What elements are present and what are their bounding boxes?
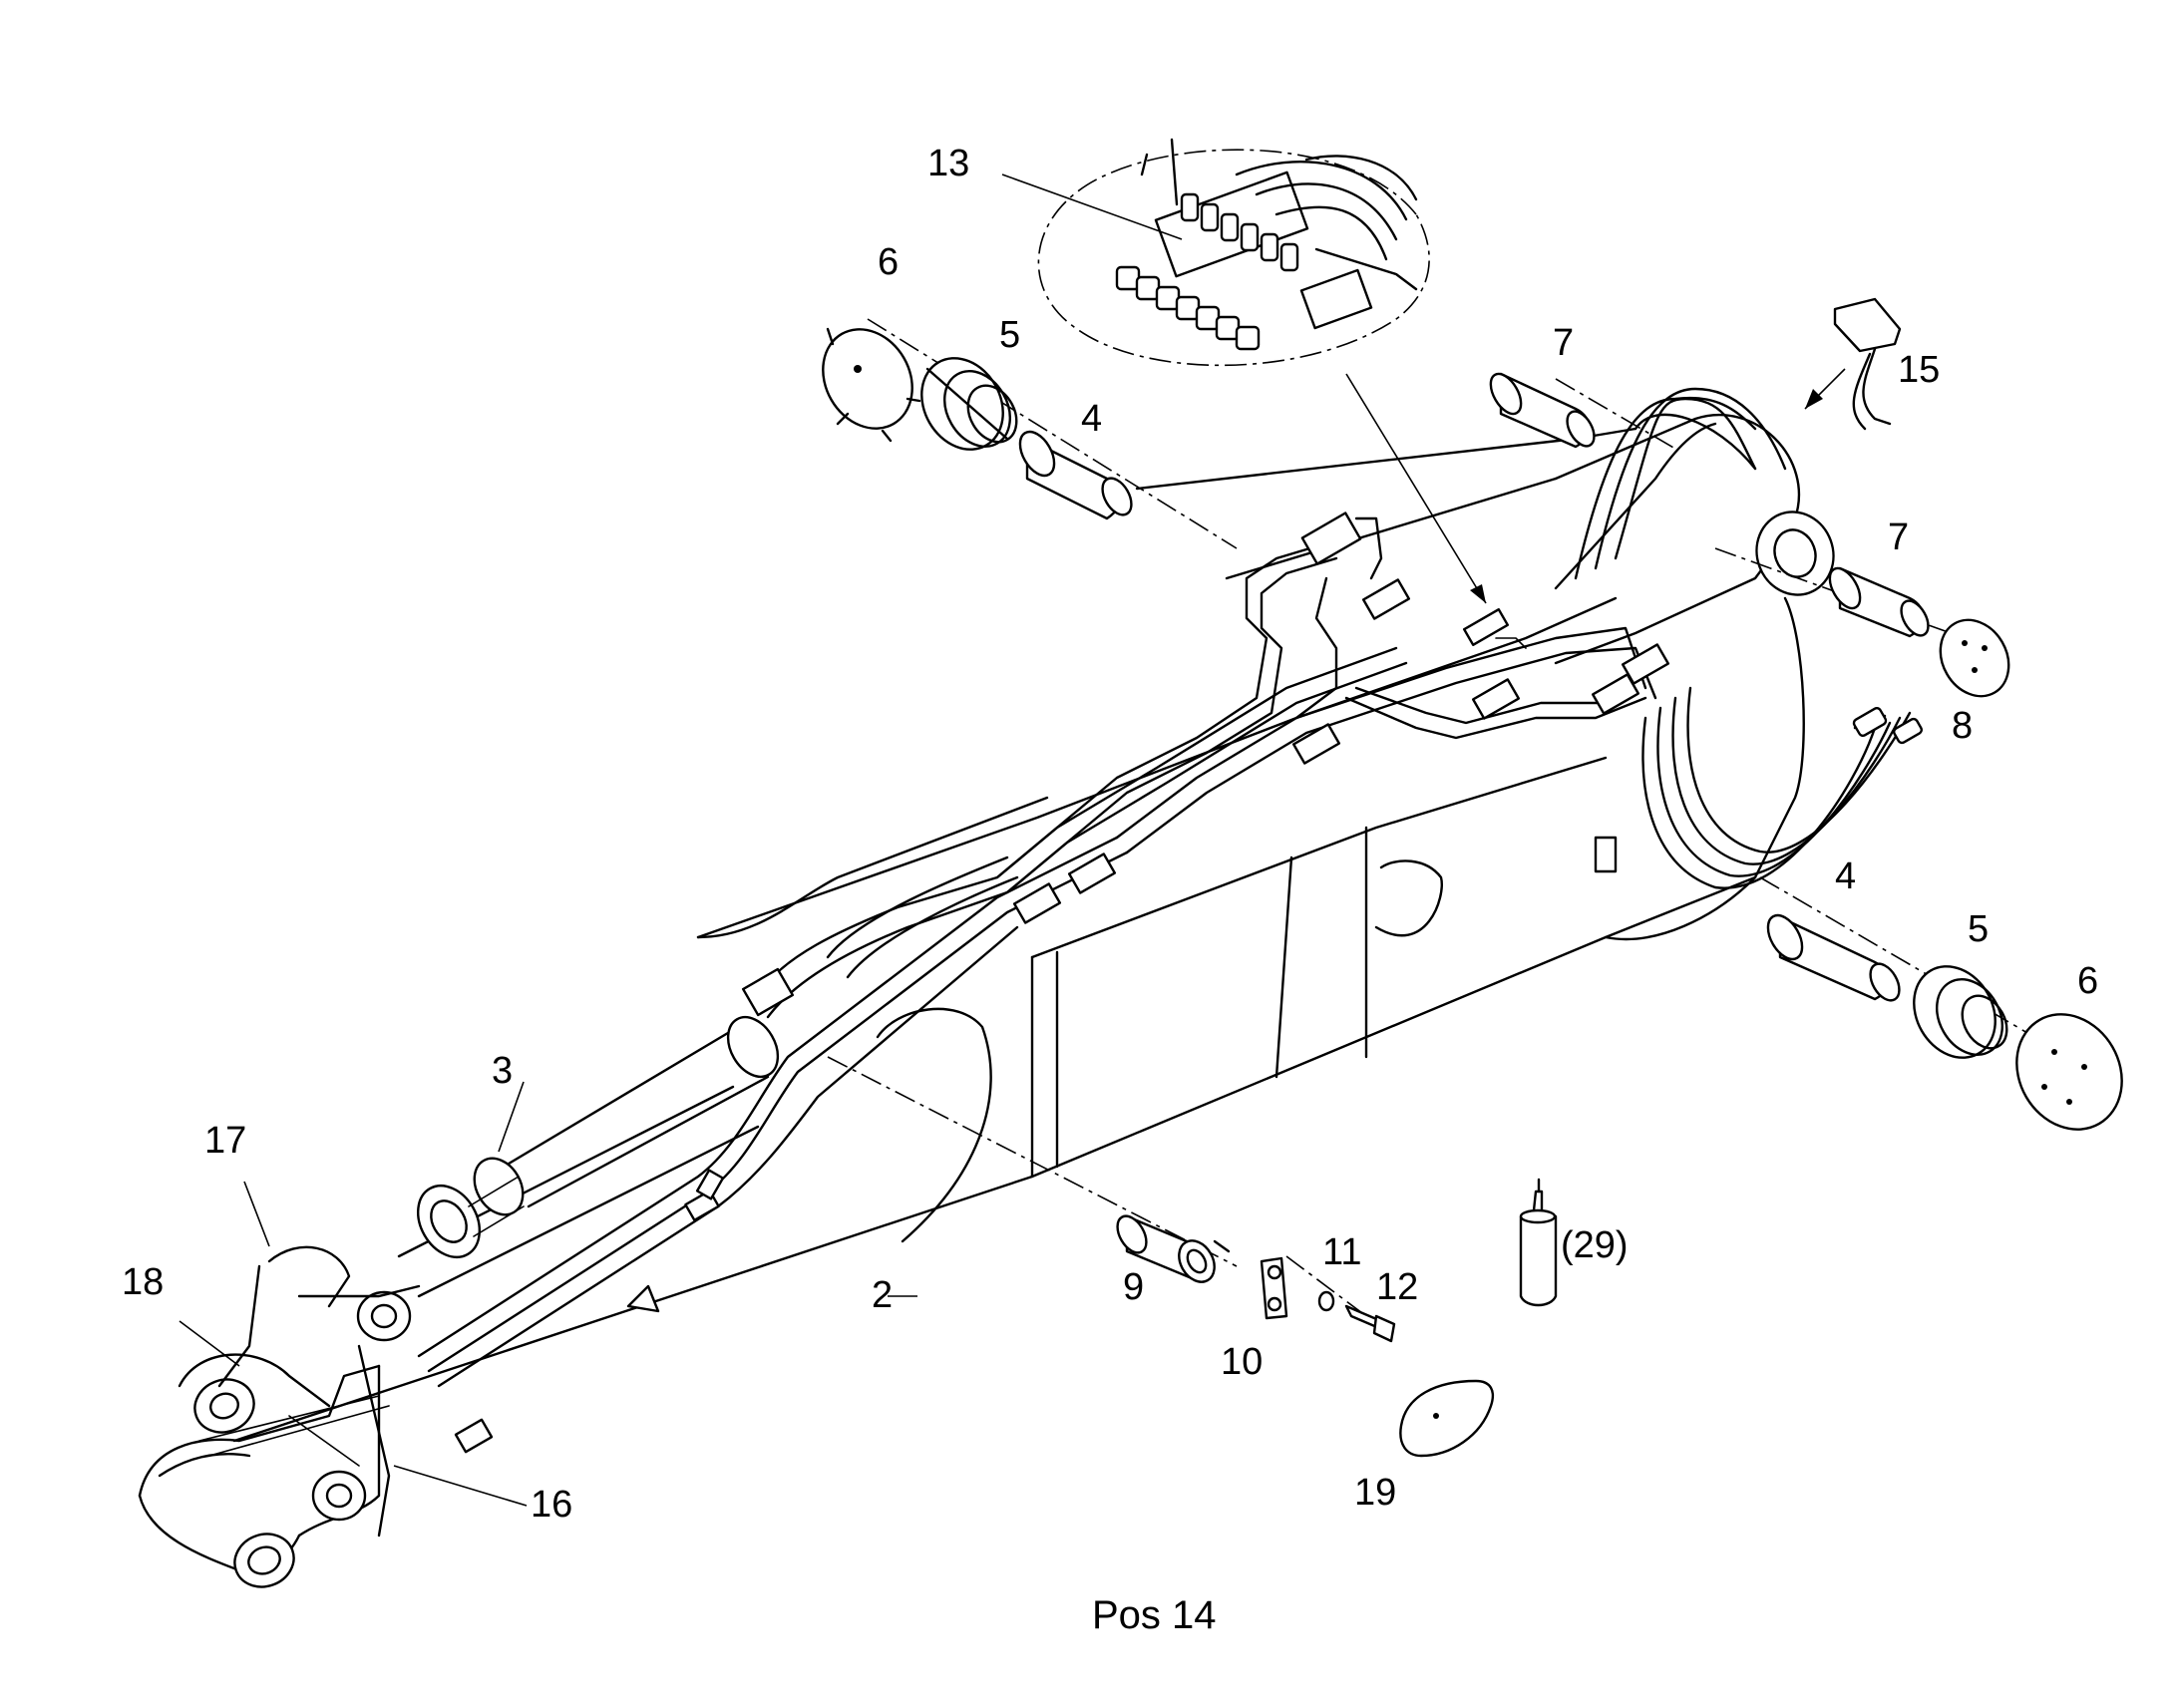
callout-17: 17 [204, 1120, 247, 1162]
plate-washer-bolt [1260, 1256, 1396, 1343]
boom-body [232, 413, 1835, 1443]
hydraulic-hoses [417, 387, 1923, 1454]
callout-2: 2 [872, 1274, 894, 1316]
callout-5-upper: 5 [999, 314, 1021, 356]
pin-axes [827, 318, 2035, 1317]
callout-19: 19 [1354, 1472, 1397, 1514]
callout-6-upper: 6 [878, 241, 900, 283]
upper-right-pin-7a [1489, 372, 1596, 449]
boom-cylinder [397, 1015, 780, 1298]
callout-12: 12 [1376, 1266, 1419, 1308]
callout-13: 13 [927, 143, 970, 184]
warning-symbol [626, 1284, 660, 1313]
callout-3: 3 [492, 1050, 514, 1092]
callout-18: 18 [122, 1261, 165, 1303]
right-pin-7b-and-cover-8 [1828, 566, 2010, 698]
bracket-15 [1804, 297, 1902, 431]
figure-caption: Pos 14 [1092, 1593, 1217, 1637]
cover-19 [1399, 1379, 1495, 1458]
lower-right-pin-assembly [1766, 913, 2123, 1131]
upper-left-pin-assembly [822, 327, 1133, 520]
callout-9: 9 [1123, 1266, 1145, 1308]
callout-7-right: 7 [1888, 516, 1910, 558]
callout-16: 16 [531, 1484, 573, 1526]
leader-lines [179, 173, 1183, 1507]
callout-4-upper: 4 [1081, 398, 1103, 440]
callout-10: 10 [1221, 1341, 1264, 1383]
callout-11: 11 [1322, 1231, 1362, 1273]
callout-8: 8 [1952, 705, 1974, 747]
valve-ports [1115, 192, 1299, 351]
pin-9 [1116, 1214, 1231, 1283]
detail-circle-13 [1037, 138, 1510, 646]
callout-6-lower: 6 [2077, 960, 2099, 1002]
callout-29: (29) [1561, 1224, 1629, 1266]
callout-15: 15 [1898, 349, 1941, 391]
callout-4-lower: 4 [1835, 855, 1857, 897]
callout-5-lower: 5 [1968, 908, 1990, 950]
grease-cartridge-29 [1519, 1178, 1558, 1307]
callout-7-upper: 7 [1553, 322, 1575, 364]
boom-nose [138, 1245, 421, 1588]
